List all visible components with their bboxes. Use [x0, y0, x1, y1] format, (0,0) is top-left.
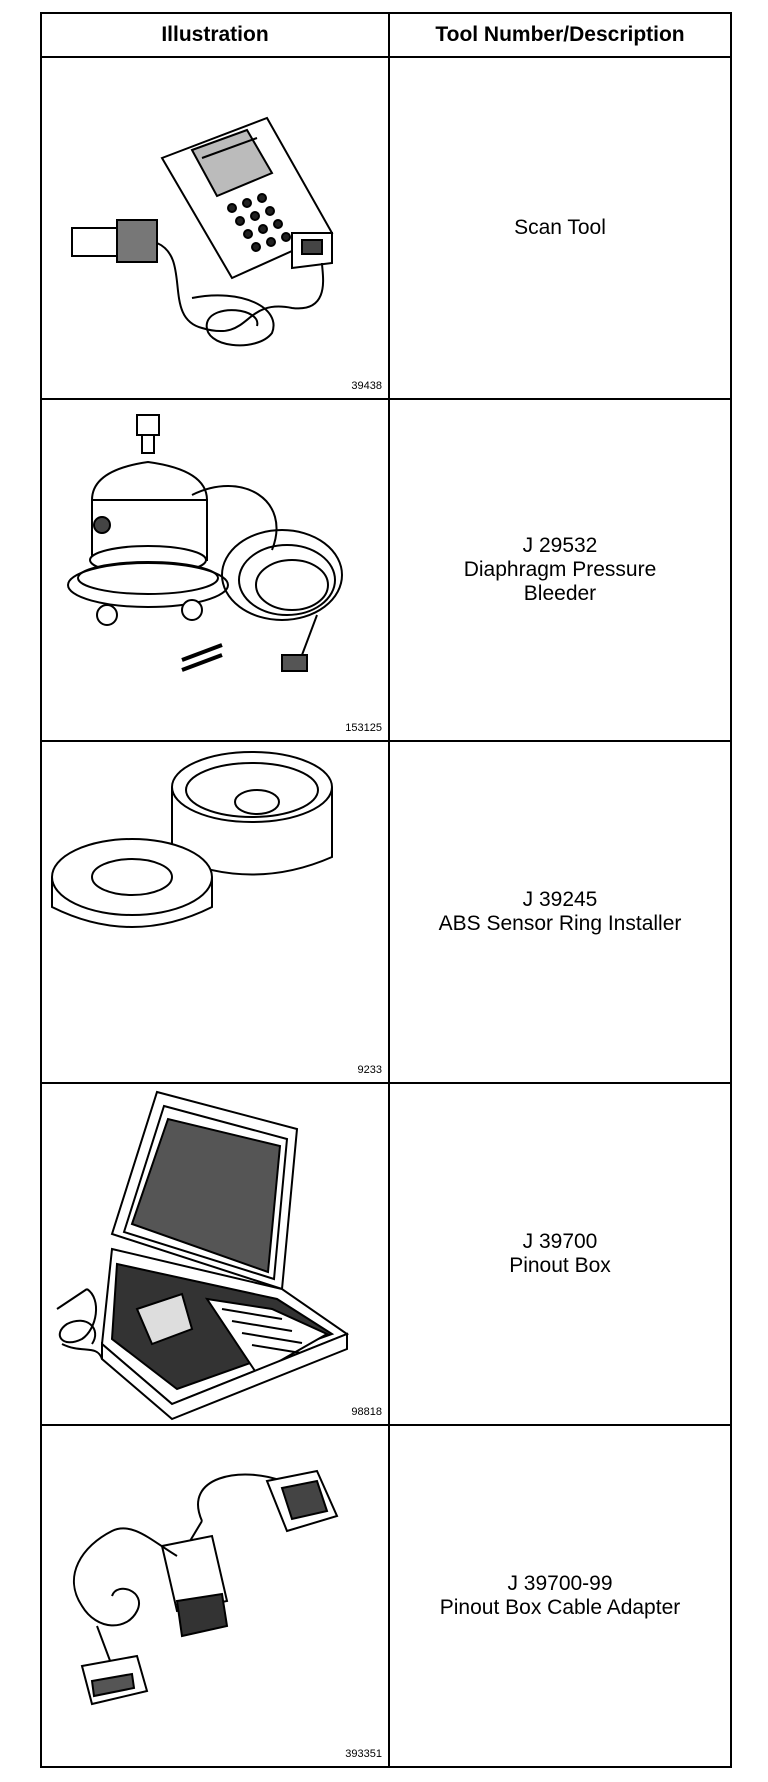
header-description: Tool Number/Description [388, 12, 732, 58]
figure-number: 39438 [351, 380, 382, 392]
scan-tool-icon [42, 58, 386, 398]
cable-adapter-icon [42, 1426, 386, 1766]
tool-description-line: Scan Tool [514, 216, 606, 239]
figure-number: 393351 [345, 1748, 382, 1760]
tool-number: J 39700-99 [507, 1572, 613, 1595]
description-cell: J 29532 Diaphragm Pressure Bleeder [388, 398, 732, 742]
tools-table-grid: Illustration Tool Number/Description [40, 12, 732, 1768]
tool-number: J 29532 [522, 534, 598, 557]
illustration-cell: 153125 [40, 398, 390, 742]
illustration-cell: 98818 [40, 1082, 390, 1426]
figure-number: 9233 [357, 1064, 382, 1076]
figure-number: 98818 [351, 1406, 382, 1418]
illustration-cell: 39438 [40, 56, 390, 400]
table-row: 39438 Scan Tool [40, 56, 732, 400]
description-cell: Scan Tool [388, 56, 732, 400]
tool-description-line: Pinout Box [509, 1254, 611, 1277]
tool-description-line: Diaphragm Pressure [463, 558, 657, 581]
table-row: 393351 J 39700-99 Pinout Box Cable Adapt… [40, 1424, 732, 1768]
description-cell: J 39700 Pinout Box [388, 1082, 732, 1426]
header-illustration: Illustration [40, 12, 390, 58]
tools-table: Illustration Tool Number/Description [40, 12, 732, 1768]
table-row: 98818 J 39700 Pinout Box [40, 1082, 732, 1426]
tool-number: J 39245 [522, 888, 598, 911]
tool-description-line: ABS Sensor Ring Installer [438, 912, 682, 935]
tool-description-line: Pinout Box Cable Adapter [439, 1596, 681, 1619]
header-row: Illustration Tool Number/Description [40, 12, 732, 58]
sensor-ring-installer-icon [42, 742, 386, 1082]
pinout-box-icon [42, 1084, 386, 1424]
description-cell: J 39245 ABS Sensor Ring Installer [388, 740, 732, 1084]
pressure-bleeder-icon [42, 400, 386, 740]
description-cell: J 39700-99 Pinout Box Cable Adapter [388, 1424, 732, 1768]
table-row: 9233 J 39245 ABS Sensor Ring Installer [40, 740, 732, 1084]
figure-number: 153125 [345, 722, 382, 734]
tool-description-line: Bleeder [523, 582, 597, 605]
tool-number: J 39700 [522, 1230, 598, 1253]
table-row: 153125 J 29532 Diaphragm Pressure Bleede… [40, 398, 732, 742]
illustration-cell: 393351 [40, 1424, 390, 1768]
illustration-cell: 9233 [40, 740, 390, 1084]
